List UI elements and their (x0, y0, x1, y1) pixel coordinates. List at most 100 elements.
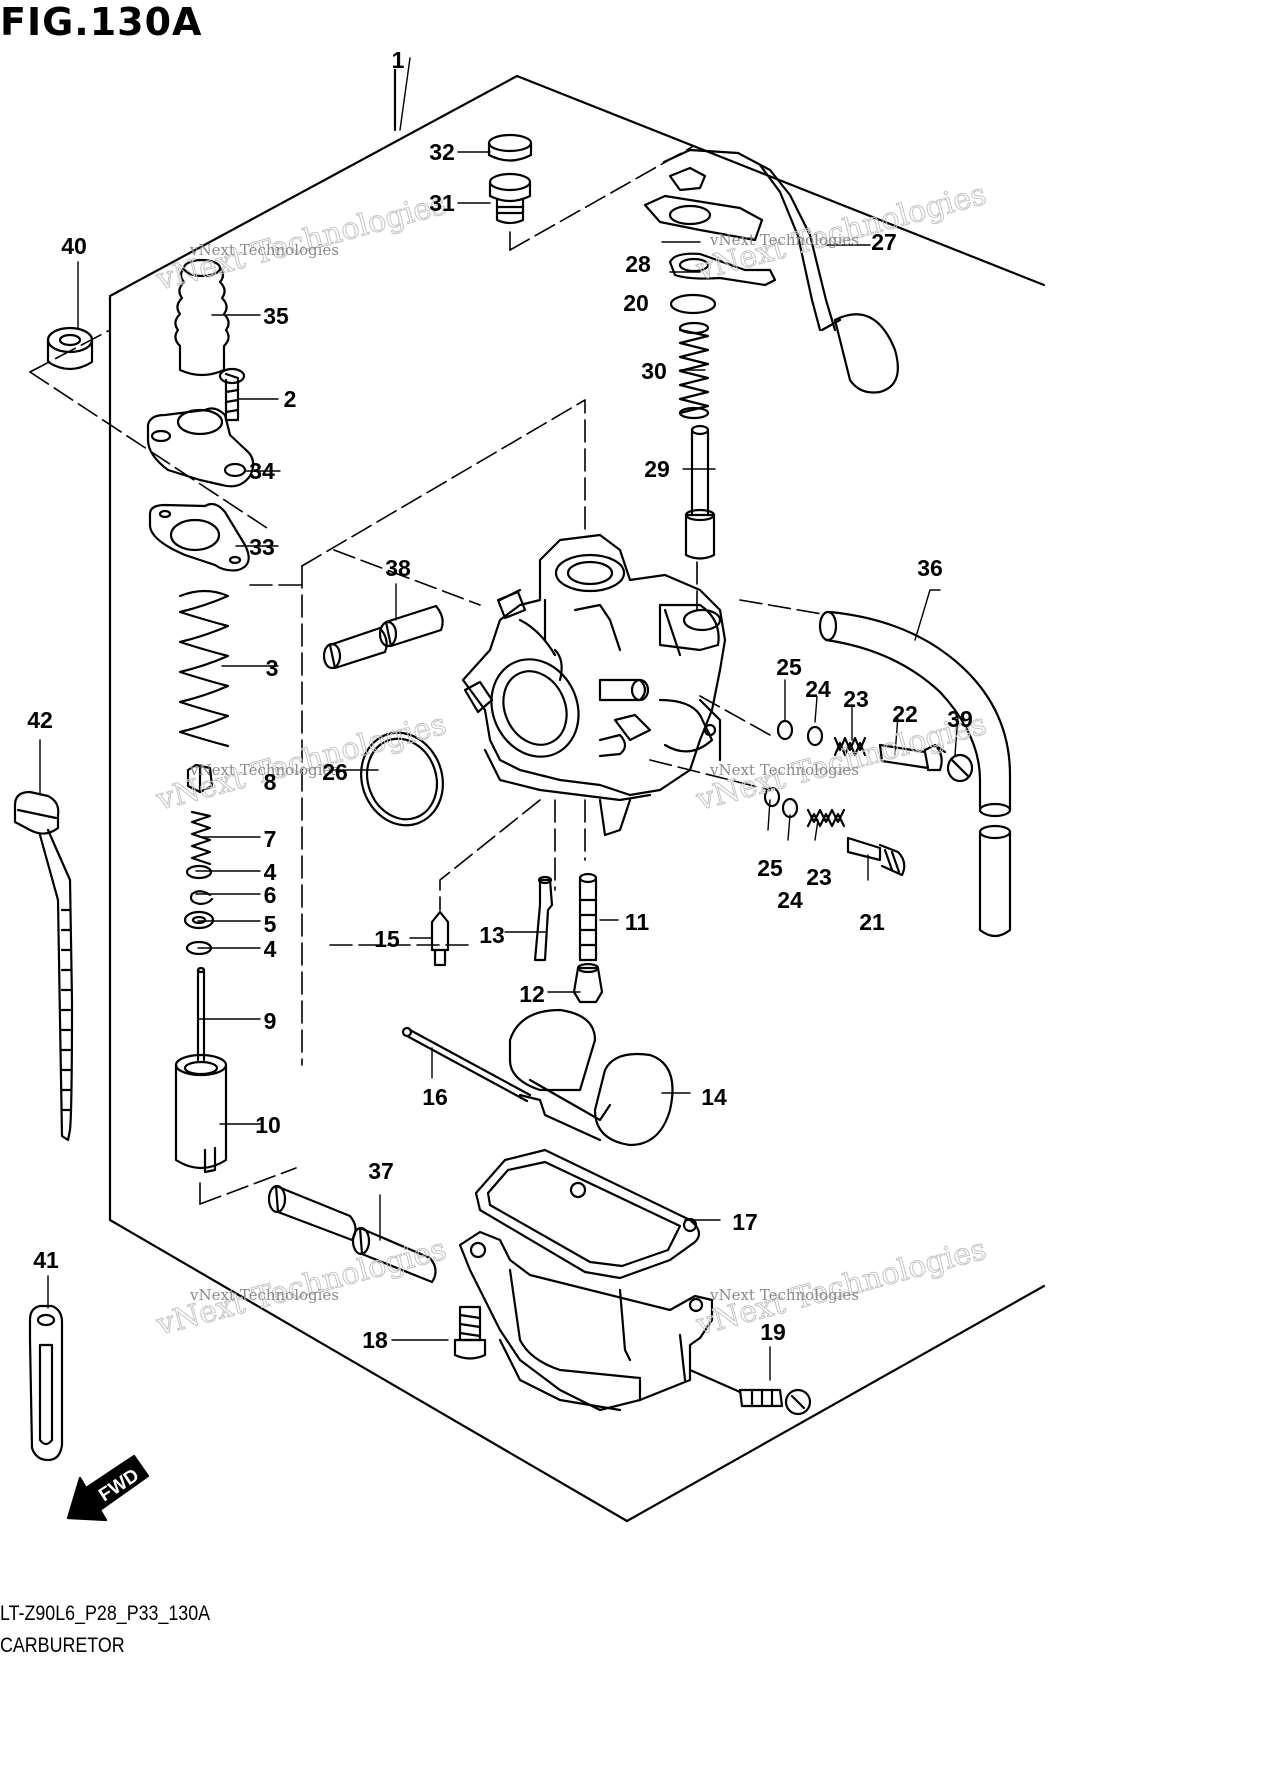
part-label[interactable]: 5 (264, 911, 277, 937)
part-label[interactable]: 40 (61, 233, 87, 259)
part-23-spring-top (833, 736, 867, 757)
watermark-text: vNext Technologies (189, 761, 339, 779)
assembly-frame (108, 68, 1046, 1523)
part-label[interactable]: 1 (392, 47, 405, 73)
part-4-washer-top (185, 864, 213, 880)
part-25-washer-top (776, 719, 794, 741)
part-20-o-ring (669, 293, 717, 315)
part-24-washer-top (806, 725, 824, 747)
part-label[interactable]: 28 (625, 251, 651, 277)
part-label[interactable]: 21 (859, 909, 885, 935)
part-label[interactable]: 4 (264, 859, 277, 885)
part-36-fuel-hose (818, 610, 1012, 938)
part-17-float-bowl-gasket (474, 1148, 701, 1280)
part-label[interactable]: 22 (892, 701, 918, 727)
part-label[interactable]: 10 (255, 1112, 281, 1138)
part-label[interactable]: 8 (264, 769, 277, 795)
part-30-spring (678, 321, 710, 420)
part-42-cable-tie (13, 790, 74, 1142)
part-label[interactable]: 20 (623, 290, 649, 316)
part-label[interactable]: 2 (284, 386, 297, 412)
part-18-screw (453, 1305, 487, 1360)
part-label[interactable]: 32 (429, 139, 455, 165)
part-27-choke-lever (643, 148, 899, 394)
part-label[interactable]: 30 (641, 358, 667, 384)
part-3-spring (178, 589, 230, 748)
watermark-text: vNext Technologies (709, 761, 859, 779)
part-32-cap (487, 133, 533, 162)
part-label[interactable]: 33 (249, 534, 275, 560)
part-7-spring (190, 810, 212, 866)
part-label[interactable]: 27 (871, 229, 897, 255)
part-label[interactable]: 16 (422, 1084, 448, 1110)
part-25-washer-lower (763, 786, 781, 808)
part-label[interactable]: 4 (264, 936, 277, 962)
part-40-nut (46, 326, 94, 371)
watermark-text: vNext Technologies (709, 1286, 859, 1304)
part-5-washer (183, 910, 215, 930)
part-label[interactable]: 12 (519, 981, 545, 1007)
part-23-spring-lower (806, 808, 846, 828)
part-label[interactable]: 14 (701, 1084, 727, 1110)
part-label[interactable]: 25 (776, 654, 802, 680)
part-33-gasket (148, 502, 250, 572)
fwd-arrow[interactable] (66, 1454, 150, 1522)
watermark-text: vNext Technologies (709, 231, 859, 249)
part-label[interactable]: 37 (368, 1158, 394, 1184)
part-39-cap (946, 753, 974, 783)
part-label[interactable]: 42 (27, 707, 53, 733)
part-labels: 1 2 3 4 4 5 6 7 8 9 10 11 12 13 14 15 16… (27, 47, 973, 1353)
part-label[interactable]: 24 (805, 676, 831, 702)
figure-name: CARBURETOR (0, 1634, 125, 1657)
part-34-top-cover (146, 407, 255, 488)
part-label[interactable]: 24 (777, 887, 803, 913)
part-22-pilot-screw (878, 743, 947, 772)
part-29-rod (684, 424, 716, 560)
part-14-float (508, 1008, 674, 1147)
figure-title: FIG.130A (0, 0, 203, 44)
part-label[interactable]: 35 (263, 303, 289, 329)
part-4-washer-bottom (185, 940, 213, 956)
part-label[interactable]: 39 (947, 706, 973, 732)
part-label[interactable]: 23 (806, 864, 832, 890)
part-label[interactable]: 13 (479, 922, 505, 948)
part-label[interactable]: 31 (429, 190, 455, 216)
part-label[interactable]: 34 (249, 458, 275, 484)
part-label[interactable]: 23 (843, 686, 869, 712)
part-8-clip (186, 763, 214, 794)
watermark-text: vNext Technologies (189, 241, 339, 259)
part-label[interactable]: 15 (374, 926, 400, 952)
carburetor-body (461, 533, 727, 837)
part-label[interactable]: 6 (264, 882, 277, 908)
part-28-plate (668, 252, 777, 287)
part-15-pilot-jet (430, 910, 450, 967)
part-label[interactable]: 29 (644, 456, 670, 482)
part-label[interactable]: 7 (264, 826, 277, 852)
part-label[interactable]: 18 (362, 1327, 388, 1353)
part-9-needle (196, 966, 206, 1062)
part-label[interactable]: 17 (732, 1209, 758, 1235)
part-24-washer-lower (781, 797, 799, 819)
watermark-text: vNext Technologies (189, 1286, 339, 1304)
figure-code: LT-Z90L6_P28_P33_130A (0, 1602, 211, 1625)
part-6-circlip (189, 890, 214, 906)
watermark: vNext Technologies vNext Technologies vN… (152, 176, 991, 1343)
part-16-float-pin (401, 1026, 532, 1103)
part-label[interactable]: 19 (760, 1319, 786, 1345)
part-label[interactable]: 11 (625, 909, 650, 935)
part-41-clamp-strap (28, 1304, 64, 1462)
part-label[interactable]: 3 (266, 655, 279, 681)
part-label[interactable]: 9 (264, 1008, 277, 1034)
part-label[interactable]: 25 (757, 855, 783, 881)
part-10-throttle-slide (174, 1053, 228, 1174)
part-37-drain-pipes (267, 1184, 437, 1284)
part-12-main-jet (572, 962, 604, 1004)
part-label[interactable]: 38 (385, 555, 411, 581)
part-label[interactable]: 26 (322, 759, 348, 785)
part-19-drain-screw (688, 1368, 812, 1416)
part-label[interactable]: 36 (917, 555, 943, 581)
part-label[interactable]: 41 (33, 1247, 59, 1273)
float-bowl (458, 1230, 714, 1412)
part-21-throttle-stop-screw (846, 836, 906, 877)
